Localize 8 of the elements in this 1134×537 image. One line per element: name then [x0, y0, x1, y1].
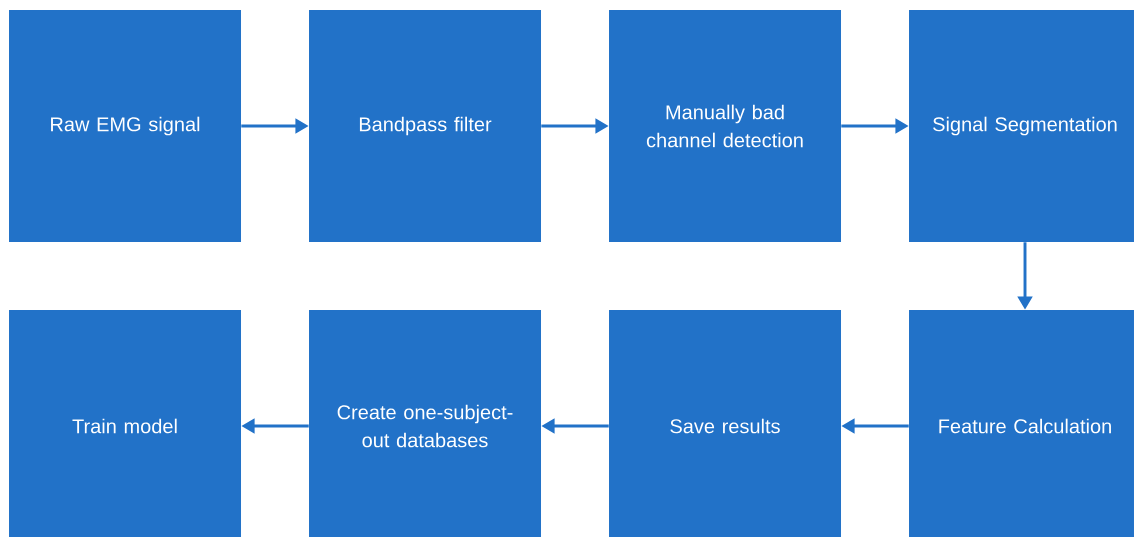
process-box: Create one-subject-out databases	[309, 310, 541, 537]
process-box: Raw EMG signal	[9, 10, 241, 242]
process-box: Train model	[9, 310, 241, 537]
process-box: Bandpass filter	[309, 10, 541, 242]
process-box: Save results	[609, 310, 841, 537]
process-box: Signal Segmentation	[909, 10, 1134, 242]
process-box: Manually bad channel detection	[609, 10, 841, 242]
process-box: Feature Calculation	[909, 310, 1134, 537]
